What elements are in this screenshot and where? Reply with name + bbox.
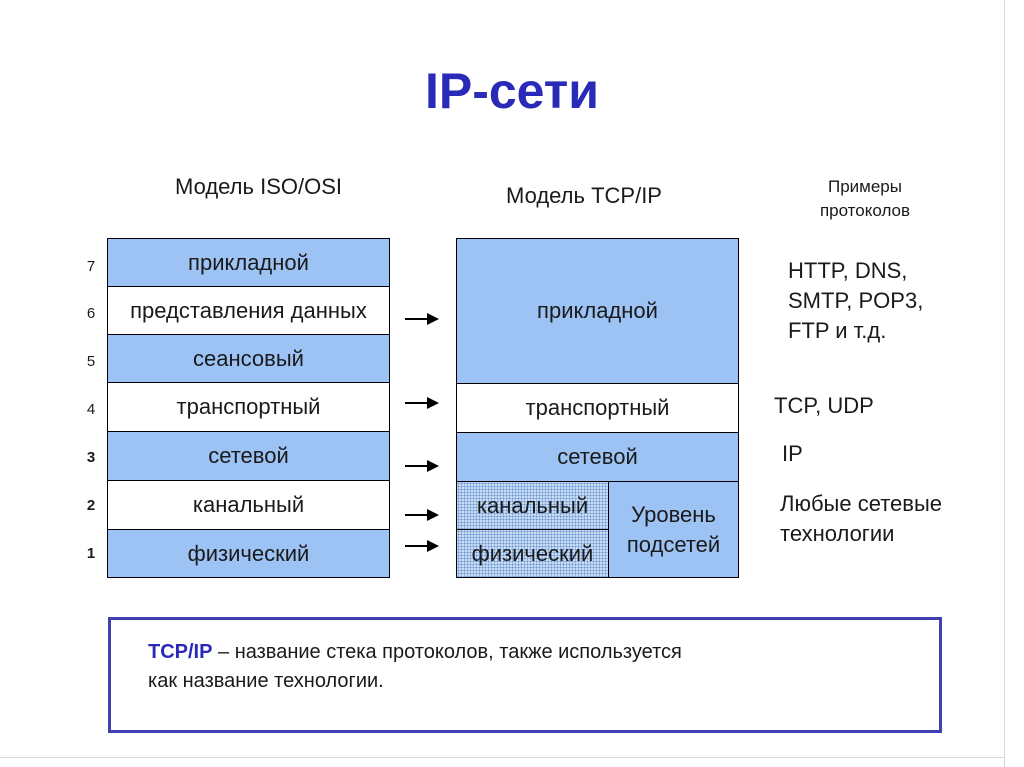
protocols-application: HTTP, DNS, SMTP, POP3, FTP и т.д.: [788, 256, 923, 346]
osi-layer-number-5: 5: [86, 353, 96, 370]
protocols-subnet-line1: Любые сетевые: [780, 491, 943, 516]
definition-note-box: [108, 617, 942, 733]
tcpip-layer-physical: физический: [456, 529, 609, 578]
osi-layer-presentation: представления данных: [107, 286, 390, 335]
definition-note-line2: как название технологии.: [148, 670, 384, 692]
definition-note-text: TCP/IP – название стека протоколов, такж…: [148, 638, 682, 696]
osi-layer-transport: транспортный: [107, 382, 390, 432]
arrow-physical: [405, 540, 439, 552]
tcpip-layer-subnet: Уровень подсетей: [608, 481, 739, 578]
tcp-ip-column-heading: Модель TCP/IP: [506, 183, 662, 208]
arrow-network: [405, 460, 439, 472]
protocols-application-line2: SMTP, POP3,: [788, 288, 924, 313]
iso-osi-column-heading: Модель ISO/OSI: [175, 174, 342, 199]
tcpip-layer-network: сетевой: [456, 432, 739, 482]
protocol-examples-heading-line1: Примеры: [828, 177, 902, 196]
osi-layer-number-7: 7: [86, 258, 96, 275]
slide-frame-bottom: [0, 757, 1005, 758]
protocols-application-line3: FTP и т.д.: [788, 318, 887, 343]
definition-term: TCP/IP: [148, 641, 213, 663]
osi-layer-number-6: 6: [86, 305, 96, 322]
protocol-examples-heading: Примеры протоколов: [800, 175, 930, 223]
osi-layer-session: сеансовый: [107, 334, 390, 383]
tcpip-layer-subnet-line1: Уровень: [631, 501, 716, 527]
tcpip-layer-datalink: канальный: [456, 481, 609, 530]
osi-layer-application: прикладной: [107, 238, 390, 287]
protocols-application-line1: HTTP, DNS,: [788, 258, 908, 283]
definition-text-1: – название стека протоколов, также испол…: [212, 641, 682, 663]
tcpip-layer-application: прикладной: [456, 238, 739, 384]
protocols-transport: TCP, UDP: [774, 393, 874, 418]
protocols-network: IP: [782, 441, 803, 466]
osi-layer-network: сетевой: [107, 431, 390, 481]
protocols-subnet: Любые сетевые технологии: [780, 489, 942, 549]
osi-layer-physical: физический: [107, 529, 390, 578]
slide-frame-right: [1004, 0, 1005, 767]
osi-layer-number-3: 3: [86, 449, 96, 466]
slide-title: IP-сети: [424, 63, 600, 119]
arrow-application: [405, 313, 439, 325]
arrow-datalink: [405, 509, 439, 521]
osi-layer-number-4: 4: [86, 401, 96, 418]
tcpip-layer-subnet-line2: подсетей: [626, 531, 721, 557]
protocol-examples-heading-line2: протоколов: [819, 201, 911, 220]
osi-layer-number-2: 2: [86, 497, 96, 514]
osi-layer-datalink: канальный: [107, 480, 390, 530]
definition-note-line1: TCP/IP – название стека протоколов, такж…: [148, 638, 682, 667]
osi-layer-number-1: 1: [86, 545, 96, 562]
tcpip-layer-transport: транспортный: [456, 383, 739, 433]
arrow-transport: [405, 397, 439, 409]
protocols-subnet-line2: технологии: [780, 521, 895, 546]
